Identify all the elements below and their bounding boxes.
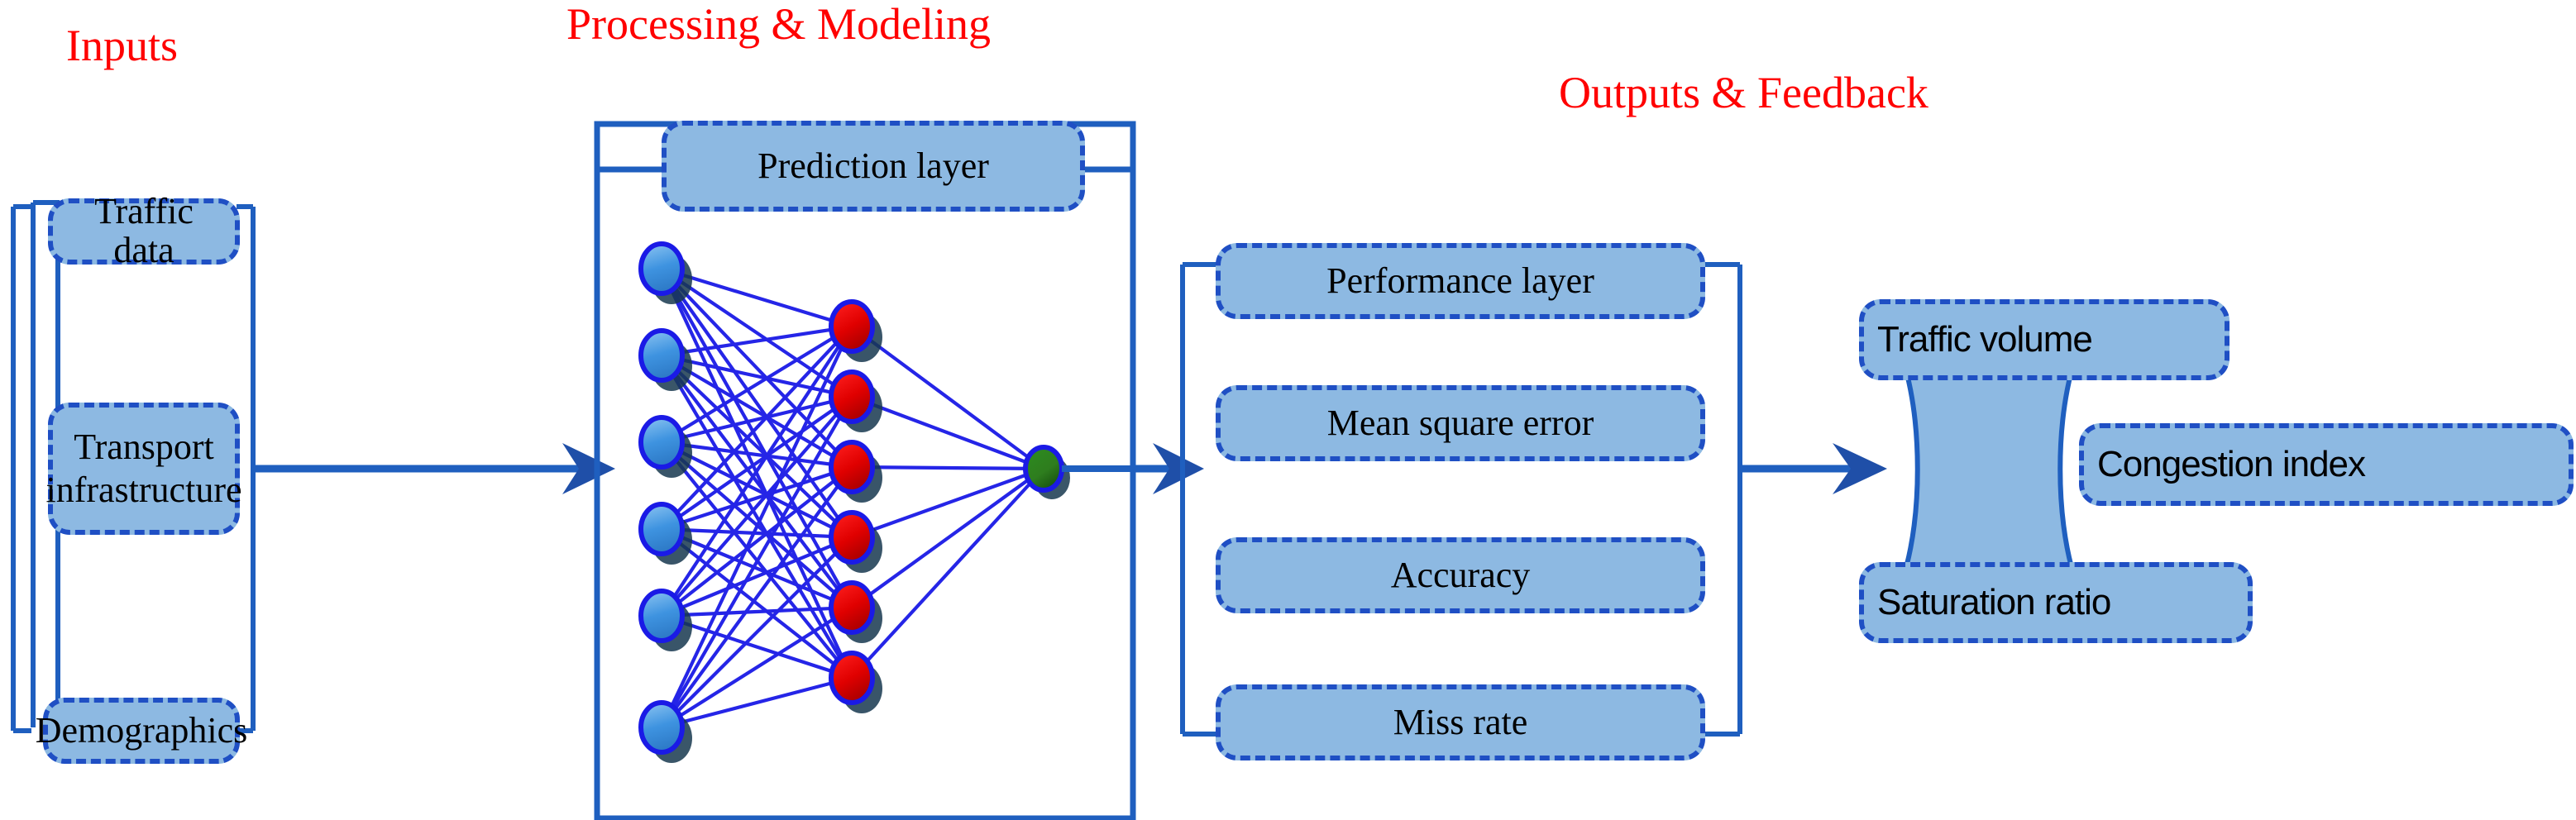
input-box-traffic-data[interactable]: Traffic data [48, 193, 240, 269]
arrow-inputs-to-processing [253, 443, 615, 494]
network-output-node [1023, 445, 1064, 493]
section-header-inputs: Inputs [66, 21, 178, 70]
network-edges [660, 266, 1045, 730]
input-box-transport-infrastructure[interactable]: Transport infrastructure [46, 403, 242, 535]
inputs-spine [11, 204, 31, 733]
section-header-processing: Processing & Modeling [566, 0, 991, 49]
outputs-bracket-right [1704, 262, 1760, 737]
output-box-accuracy[interactable]: Accuracy [1216, 537, 1705, 613]
input-box-demographics[interactable]: Demographics [36, 698, 247, 764]
network-input-nodes [638, 241, 685, 755]
arrow-processing-to-outputs [1133, 443, 1204, 494]
arrow-outputs-to-feedback [1740, 443, 1887, 494]
output-box-performance-layer[interactable]: Performance layer [1216, 243, 1705, 319]
section-header-outputs: Outputs & Feedback [1559, 68, 1928, 117]
output-box-miss-rate[interactable]: Miss rate [1216, 684, 1705, 760]
network-hidden-nodes [829, 299, 875, 705]
outputs-bracket-left [1180, 262, 1217, 737]
feedback-box-traffic-volume[interactable]: Traffic volume [1859, 299, 2230, 380]
feedback-box-congestion-index[interactable]: Congestion index [2079, 423, 2574, 506]
processing-box-prediction-layer[interactable]: Prediction layer [662, 121, 1085, 212]
feedback-box-saturation-ratio[interactable]: Saturation ratio [1859, 562, 2253, 643]
output-box-mean-square-error[interactable]: Mean square error [1216, 385, 1705, 461]
